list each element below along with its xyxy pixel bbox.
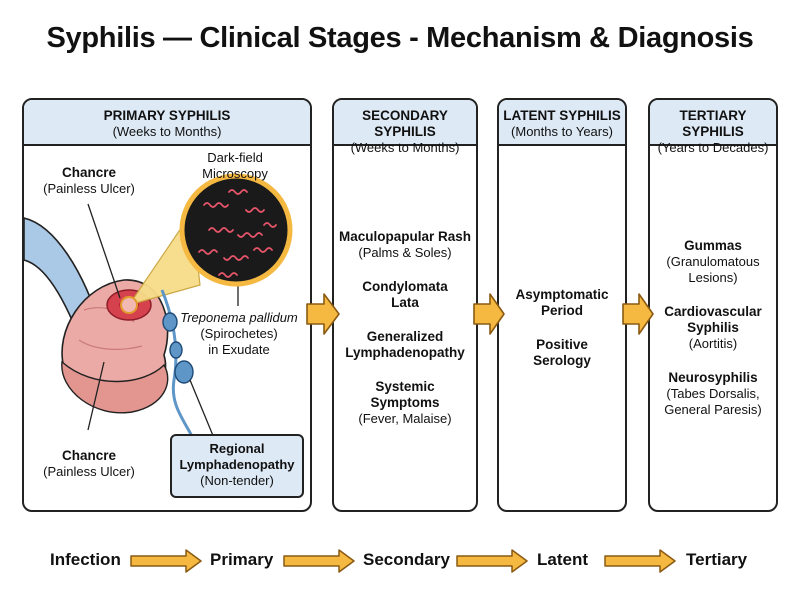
lymph-line2: Lymphadenopathy [179,457,295,472]
timeline-arrow-1-icon [130,549,202,573]
tertiary-header: TERTIARY SYPHILIS (Years to Decades) [650,100,776,155]
lymph-node-1 [162,312,178,332]
secondary-items: Maculopapular Rash (Palms & Soles) Condy… [334,146,476,510]
primary-illustration [24,173,293,441]
timeline-arrow-2-icon [283,549,355,573]
latent-title: LATENT SYPHILIS [503,108,621,123]
primary-panel: PRIMARY SYPHILIS (Weeks to Months) [22,98,312,512]
treponema-name: Treponema pallidum [180,310,298,325]
timeline-secondary: Secondary [363,550,450,569]
lymph-node-3 [174,360,194,384]
chancre-top-label: Chancre (Painless Ulcer) [30,165,148,197]
treponema-label: Treponema pallidum (Spirochetes) in Exud… [174,310,304,358]
arrow-latent-to-tertiary-icon [622,293,654,335]
glans-fold [61,360,169,414]
timeline-arrow-3-icon [456,549,528,573]
microscopy-line1: Dark-field [207,150,263,165]
secondary-panel: SECONDARY SYPHILIS (Weeks to Months) Mac… [332,98,478,512]
primary-subtitle: (Weeks to Months) [112,124,222,139]
treponema-line3: in Exudate [208,342,270,357]
page-title: Syphilis — Clinical Stages - Mechanism &… [46,22,754,54]
lymph-leader [189,379,215,439]
timeline-latent: Latent [537,550,588,569]
timeline-primary: Primary [210,550,274,569]
arrow-secondary-to-latent-icon [473,293,505,335]
secondary-title: SECONDARY SYPHILIS [362,108,448,139]
chancre-bottom-sub: (Painless Ulcer) [43,464,135,479]
chancre-bottom-leader [87,361,105,431]
timeline-infection: Infection [50,550,121,569]
treponema-line2: (Spirochetes) [200,326,278,341]
chancre-bottom-label: Chancre (Painless Ulcer) [30,448,148,480]
tertiary-subtitle: (Years to Decades) [657,140,769,155]
lymph-line1: Regional [209,441,265,456]
latent-subtitle: (Months to Years) [511,124,613,139]
chancre-bottom-title: Chancre [61,448,117,463]
lymph-line3: (Non-tender) [200,473,274,488]
secondary-header: SECONDARY SYPHILIS (Weeks to Months) [334,100,476,155]
latent-panel: LATENT SYPHILIS (Months to Years) Asympt… [497,98,627,512]
spirochetes [198,189,277,278]
microscopy-label: Dark-field Microscopy [180,150,290,182]
secondary-subtitle: (Weeks to Months) [350,140,460,155]
primary-header: PRIMARY SYPHILIS (Weeks to Months) [24,100,310,146]
primary-title: PRIMARY SYPHILIS [103,108,231,123]
chancre-top-sub: (Painless Ulcer) [43,181,135,196]
chancre-top-title: Chancre [61,165,117,180]
latent-header: LATENT SYPHILIS (Months to Years) [499,100,625,146]
chancre-top-leader [87,203,121,299]
secondary-item: Maculopapular Rash (Palms & Soles) [338,229,472,260]
microscopy-line2: Microscopy [202,166,268,181]
arrow-primary-to-secondary-icon [306,293,340,335]
tertiary-item: Neurosyphilis (Tabes Dorsalis,General Pa… [664,370,762,417]
lymph-node-2 [169,341,183,359]
tertiary-title: TERTIARY SYPHILIS [679,108,747,139]
regional-lymph-box: Regional Lymphadenopathy (Non-tender) [170,434,304,498]
timeline-arrow-4-icon [604,549,676,573]
tertiary-panel: TERTIARY SYPHILIS (Years to Decades) Gum… [648,98,778,512]
timeline-tertiary: Tertiary [686,550,748,569]
